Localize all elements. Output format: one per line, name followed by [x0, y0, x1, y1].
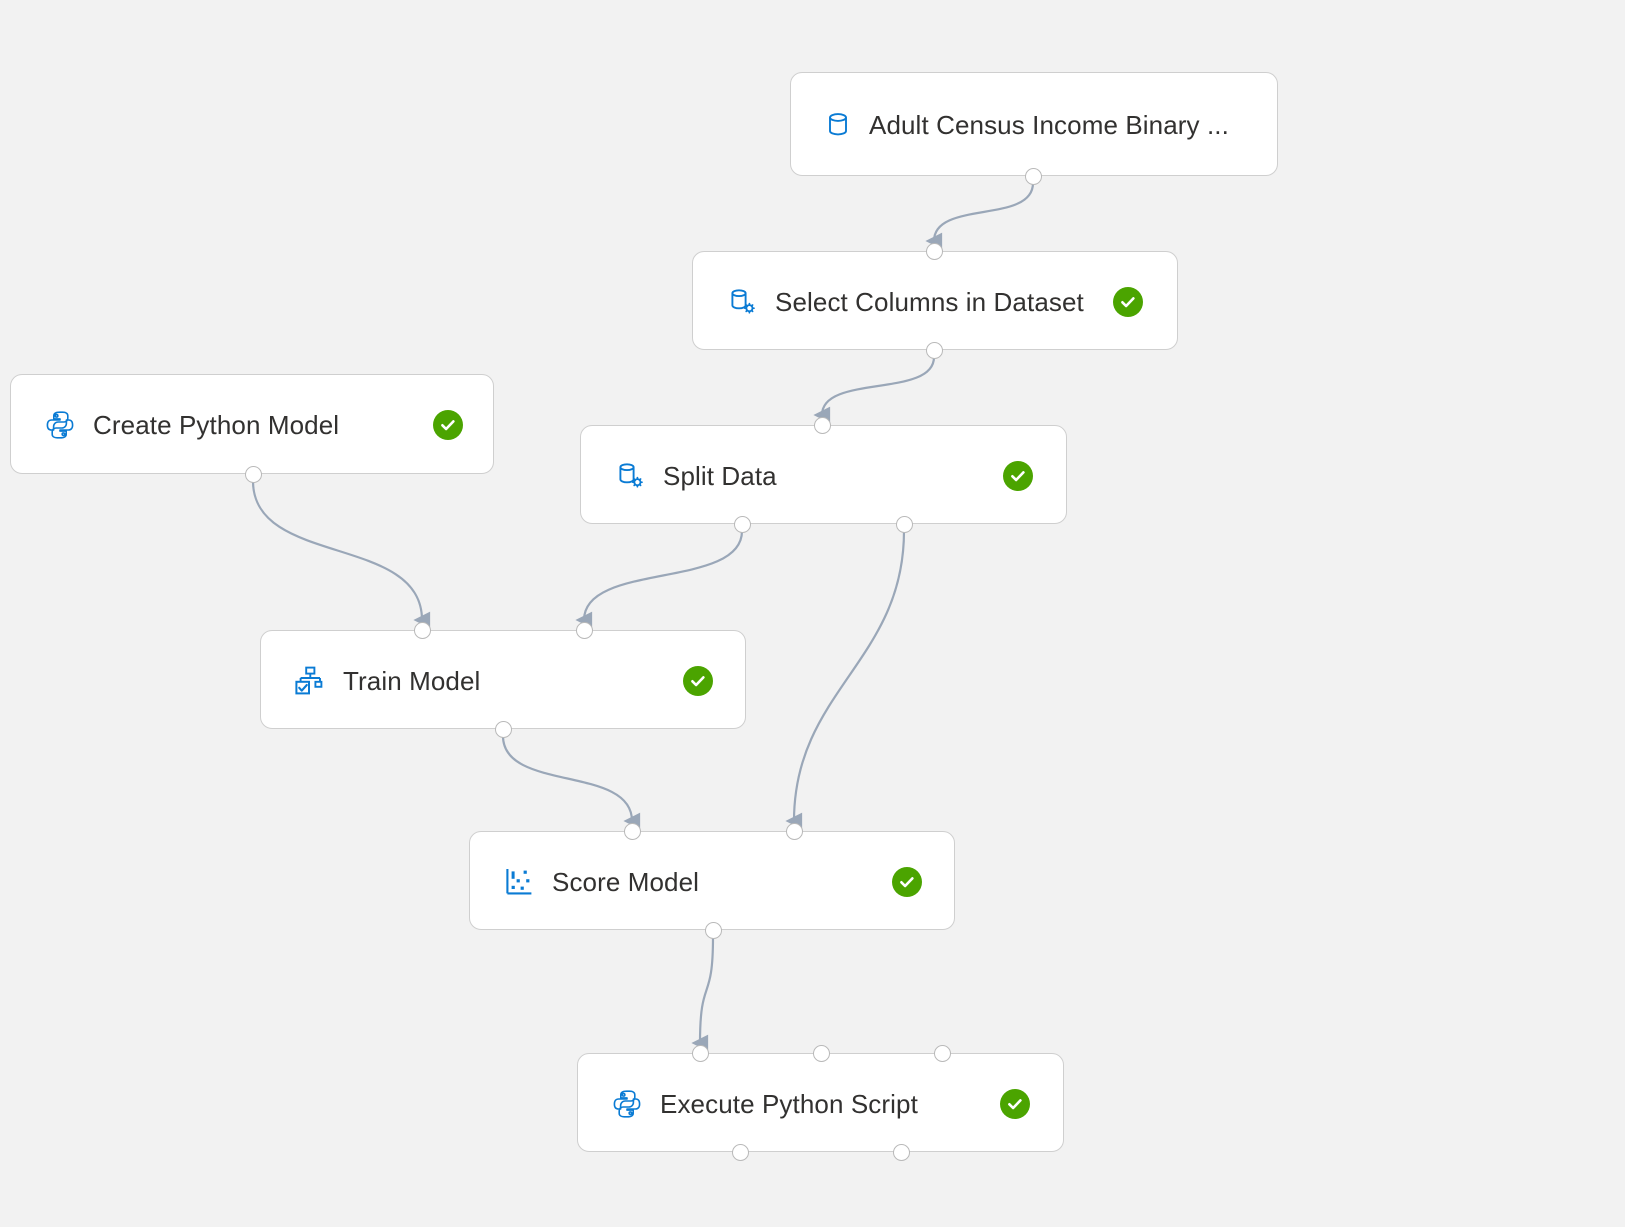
- port-create-python-model-output-0[interactable]: [244, 465, 262, 483]
- edge-create-python-model-to-train-model[interactable]: [251, 480, 431, 629]
- node-title: Select Columns in Dataset: [775, 286, 1084, 317]
- port-score-model-input-1[interactable]: [785, 822, 803, 840]
- node-create-python-model[interactable]: Create Python Model: [10, 374, 494, 474]
- status-badge-succeeded: [683, 665, 713, 696]
- node-title: Train Model: [343, 665, 481, 696]
- node-adult-census-income-binary[interactable]: Adult Census Income Binary ...: [790, 72, 1278, 176]
- port-execute-python-input-1[interactable]: [812, 1044, 830, 1062]
- node-title: Score Model: [552, 866, 700, 897]
- edge-adult-census-to-select-columns[interactable]: [925, 182, 1035, 250]
- port-select-columns-input-0[interactable]: [925, 242, 943, 260]
- node-title: Split Data: [663, 460, 777, 491]
- train-model-icon: [293, 664, 327, 698]
- port-score-model-input-0[interactable]: [623, 822, 641, 840]
- port-train-model-input-0[interactable]: [413, 621, 431, 639]
- status-badge-succeeded: [1000, 1088, 1030, 1119]
- node-title: Create Python Model: [93, 410, 340, 440]
- port-execute-python-output-0[interactable]: [731, 1143, 749, 1161]
- dataset-icon: [821, 108, 855, 142]
- edge-score-model-to-execute-python[interactable]: [691, 936, 715, 1052]
- port-train-model-output-0[interactable]: [494, 720, 512, 738]
- status-badge-succeeded: [1113, 286, 1143, 317]
- port-split-data-input-0[interactable]: [813, 416, 831, 434]
- status-badge-succeeded: [892, 866, 922, 897]
- port-split-data-output-0[interactable]: [733, 515, 751, 533]
- dataset-settings-icon: [613, 459, 647, 493]
- python-icon: [43, 408, 77, 442]
- edge-train-model-to-score-model[interactable]: [501, 735, 641, 830]
- edge-select-columns-to-split-data[interactable]: [813, 356, 936, 424]
- port-execute-python-input-0[interactable]: [691, 1044, 709, 1062]
- dataset-settings-icon: [725, 285, 759, 319]
- port-execute-python-input-2[interactable]: [933, 1044, 951, 1062]
- port-split-data-output-1[interactable]: [895, 515, 913, 533]
- edge-split-data-to-train-model[interactable]: [575, 530, 744, 629]
- node-split-data[interactable]: Split Data: [580, 425, 1067, 524]
- node-select-columns-in-dataset[interactable]: Select Columns in Dataset: [692, 251, 1178, 350]
- port-select-columns-output-0[interactable]: [925, 341, 943, 359]
- score-model-icon: [502, 865, 536, 899]
- edge-split-data-to-score-model[interactable]: [785, 530, 906, 830]
- port-execute-python-output-1[interactable]: [892, 1143, 910, 1161]
- node-execute-python-script[interactable]: Execute Python Script: [577, 1053, 1064, 1152]
- port-train-model-input-1[interactable]: [575, 621, 593, 639]
- status-badge-succeeded: [1003, 460, 1033, 491]
- port-adult-census-output-0[interactable]: [1024, 167, 1042, 185]
- status-badge-succeeded: [433, 410, 463, 440]
- port-score-model-output-0[interactable]: [704, 921, 722, 939]
- node-title: Adult Census Income Binary ...: [869, 110, 1229, 140]
- python-icon: [610, 1087, 644, 1121]
- node-title: Execute Python Script: [660, 1088, 918, 1119]
- node-score-model[interactable]: Score Model: [469, 831, 955, 930]
- node-train-model[interactable]: Train Model: [260, 630, 746, 729]
